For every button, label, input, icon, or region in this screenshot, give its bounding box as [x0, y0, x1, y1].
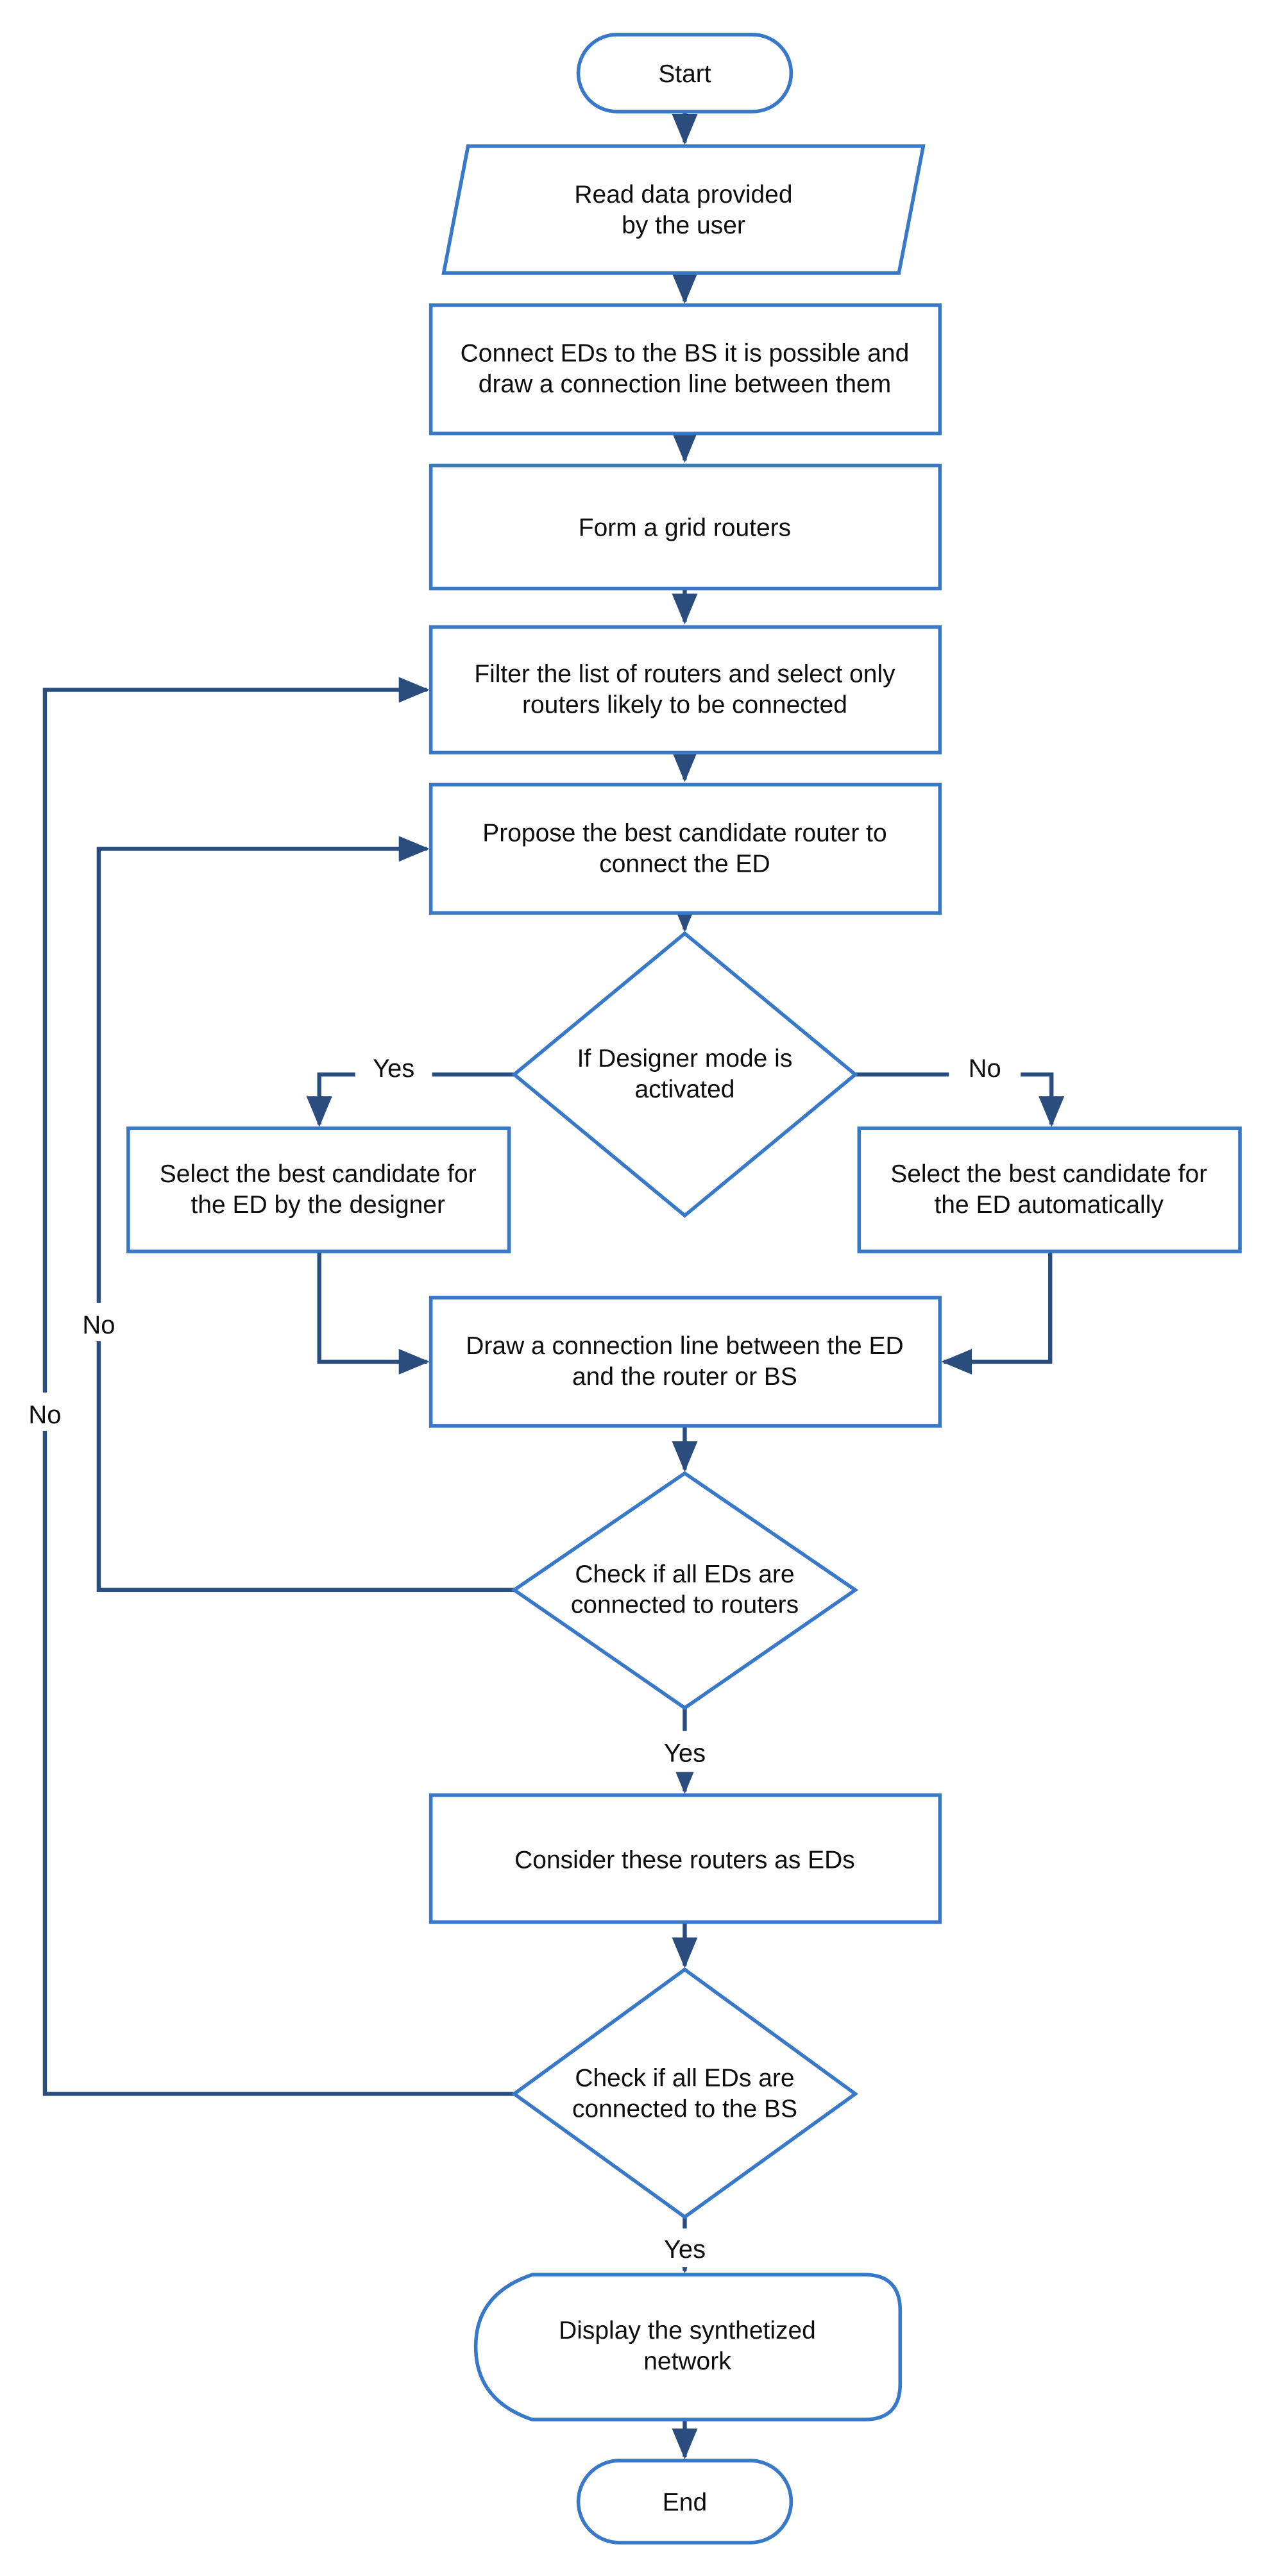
- node-form-grid-label: Form a grid routers: [579, 514, 791, 542]
- node-select-automatically-line2: the ED automatically: [934, 1191, 1164, 1219]
- node-connect-eds-line1: Connect EDs to the BS it is possible and: [461, 340, 910, 368]
- node-designer-decision-line1: If Designer mode is: [577, 1045, 793, 1072]
- node-consider-routers: [428, 1793, 942, 1924]
- node-select-by-designer-line1: Select the best candidate for: [160, 1160, 477, 1188]
- node-display-network-line1: Display the synthetized: [559, 2317, 816, 2344]
- node-select-by-designer-line2: the ED by the designer: [191, 1191, 445, 1219]
- edge-labels: Yes No No Yes No Yes: [8, 1049, 1021, 2267]
- node-display-network-line2: network: [643, 2348, 731, 2375]
- label-routers-yes-bg: [647, 1731, 722, 1772]
- node-draw-connection: [428, 1296, 942, 1428]
- edge-decision-no-to-auto: [855, 1072, 1065, 1128]
- label-bs-no-bg: [8, 1392, 81, 1431]
- node-check-eds-routers-line1: Check if all EDs are: [575, 1561, 794, 1588]
- node-connect-eds: [428, 303, 942, 436]
- node-filter-routers-line2: routers likely to be connected: [522, 691, 847, 718]
- node-propose-candidate: [428, 783, 942, 915]
- label-routers-no-bg: [62, 1302, 135, 1341]
- node-end-label: End: [663, 2489, 707, 2516]
- node-display-network: [473, 2273, 903, 2421]
- node-filter-routers-line1: Filter the list of routers and select on…: [474, 660, 895, 688]
- node-designer-decision: [511, 931, 858, 1218]
- edge-auto-to-draw: [941, 1251, 1053, 1375]
- node-texts: Start Read data provided by the user Con…: [160, 60, 1207, 2516]
- node-start-label: Start: [658, 60, 711, 88]
- label-designer-no: No: [969, 1055, 1001, 1083]
- node-designer-decision-line2: activated: [634, 1076, 734, 1103]
- label-bs-yes-bg: [647, 2228, 722, 2267]
- edge-check-routers-no-loop: [96, 836, 514, 1592]
- edge-designer-to-draw: [317, 1251, 430, 1375]
- edge-decision-yes-to-designer: [306, 1072, 514, 1128]
- label-bs-no: No: [28, 1401, 61, 1429]
- node-select-by-designer: [126, 1126, 511, 1253]
- nodes: [126, 33, 1242, 2545]
- node-filter-routers: [428, 625, 942, 755]
- node-propose-candidate-line1: Propose the best candidate router to: [482, 819, 887, 847]
- edge-check-bs-no-loop: [42, 677, 514, 2096]
- node-check-eds-bs-line2: connected to the BS: [572, 2095, 797, 2123]
- node-read-data: [441, 144, 926, 275]
- node-connect-eds-line2: draw a connection line between them: [479, 371, 891, 398]
- node-form-grid: [428, 463, 942, 591]
- label-designer-no-bg: [949, 1049, 1021, 1085]
- node-end: [576, 2459, 793, 2545]
- node-start: [576, 33, 793, 114]
- node-select-automatically: [857, 1126, 1242, 1253]
- label-routers-no: No: [82, 1311, 115, 1339]
- node-check-eds-routers-line2: connected to routers: [571, 1591, 799, 1619]
- node-check-eds-bs: [511, 1967, 859, 2219]
- node-consider-routers-label: Consider these routers as EDs: [514, 1847, 855, 1874]
- node-select-automatically-line1: Select the best candidate for: [890, 1160, 1207, 1188]
- node-check-eds-bs-line1: Check if all EDs are: [575, 2064, 794, 2092]
- label-routers-yes: Yes: [664, 1740, 706, 1768]
- node-draw-connection-line1: Draw a connection line between the ED: [466, 1332, 903, 1360]
- label-bs-yes: Yes: [664, 2235, 706, 2264]
- label-designer-yes-bg: [355, 1049, 432, 1085]
- node-check-eds-routers: [511, 1471, 859, 1711]
- node-read-data-line2: by the user: [622, 212, 745, 239]
- label-designer-yes: Yes: [373, 1055, 414, 1083]
- node-propose-candidate-line2: connect the ED: [599, 850, 770, 877]
- node-read-data-line1: Read data provided: [574, 181, 792, 208]
- node-draw-connection-line2: and the router or BS: [572, 1363, 797, 1391]
